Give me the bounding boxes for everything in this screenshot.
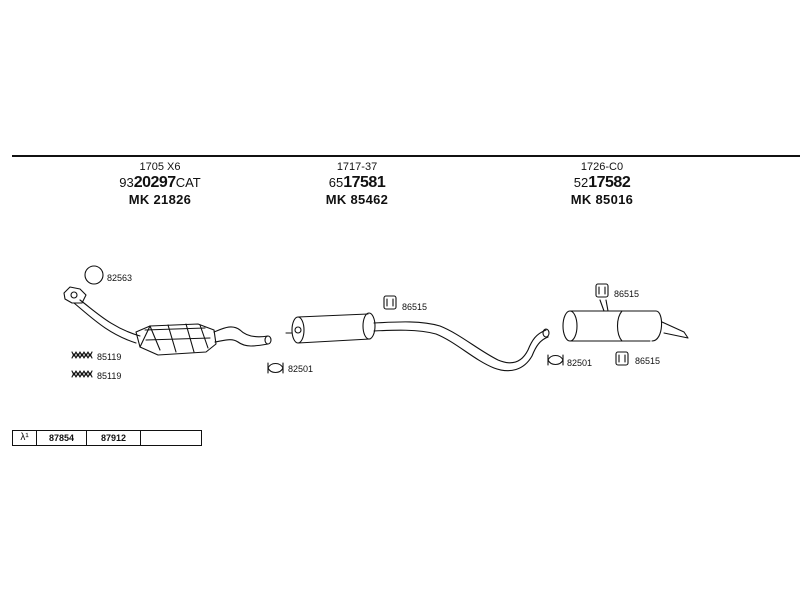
part-group-rear-silencer: 1726-C0 5217582 MK 85016 bbox=[527, 160, 677, 208]
part-group-catalytic: 1705 X6 9320297CAT MK 21826 bbox=[85, 160, 235, 208]
table-cell-empty bbox=[141, 431, 201, 445]
front-flange-icon bbox=[63, 286, 87, 304]
group-mk-number: MK 85462 bbox=[325, 192, 389, 207]
rubber-mount-icon bbox=[383, 295, 397, 310]
label-82501: 82501 bbox=[288, 364, 314, 374]
table-cell: 87912 bbox=[87, 431, 141, 445]
label-85119: 85119 bbox=[97, 371, 122, 381]
front-pipe bbox=[79, 299, 141, 337]
label-82563: 82563 bbox=[107, 273, 133, 283]
group-code: 1717-37 bbox=[336, 161, 378, 173]
lambda-cell: λ¹ bbox=[13, 431, 37, 445]
gasket-ring-icon bbox=[84, 265, 104, 285]
label-82501: 82501 bbox=[567, 358, 593, 368]
middle-silencer-icon bbox=[285, 312, 376, 344]
group-code: 1705 X6 bbox=[139, 161, 181, 173]
spring-bolt-icon bbox=[71, 351, 93, 359]
pipe-clamp-icon bbox=[267, 362, 284, 374]
header-divider-line bbox=[12, 155, 800, 157]
front-pipe-edge bbox=[73, 302, 137, 344]
group-mk-number: MK 21826 bbox=[128, 192, 192, 207]
table-cell: 87854 bbox=[37, 431, 87, 445]
label-85119: 85119 bbox=[97, 352, 122, 362]
rubber-mount-icon bbox=[615, 351, 629, 366]
label-86515: 86515 bbox=[635, 356, 661, 366]
label-86515: 86515 bbox=[614, 289, 640, 299]
middle-pipe bbox=[373, 321, 547, 364]
parts-table-row: λ¹ 87854 87912 bbox=[12, 430, 202, 446]
label-86515: 86515 bbox=[402, 302, 428, 312]
rubber-mount-icon bbox=[595, 283, 609, 298]
spring-bolt-icon bbox=[71, 370, 93, 378]
group-part-number: 5217582 bbox=[573, 174, 631, 191]
part-group-middle-silencer: 1717-37 6517581 MK 85462 bbox=[282, 160, 432, 208]
rear-silencer-icon bbox=[562, 299, 689, 342]
group-part-number: 6517581 bbox=[328, 174, 386, 191]
catalytic-converter-icon bbox=[135, 323, 217, 356]
pipe-clamp-icon bbox=[547, 354, 564, 366]
group-mk-number: MK 85016 bbox=[570, 192, 634, 207]
group-part-number: 9320297CAT bbox=[119, 174, 201, 191]
group-code: 1726-C0 bbox=[580, 161, 624, 173]
